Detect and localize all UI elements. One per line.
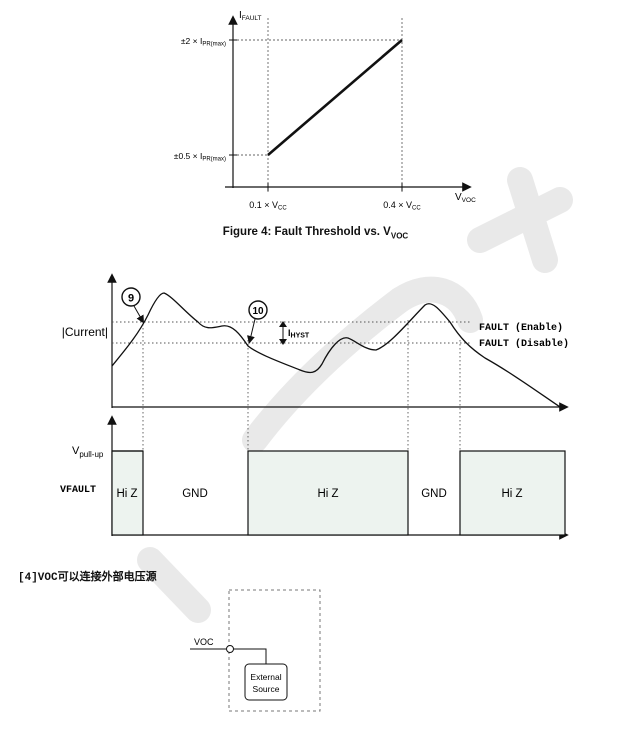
hysteresis-arrow-bottom (279, 339, 287, 345)
y-tick-high-label: ±2 × IPR(max) (181, 36, 226, 48)
segment-label-3: Hi Z (317, 488, 338, 500)
voc-internal-wire (233, 648, 267, 664)
segment-label-1: Hi Z (116, 488, 137, 500)
vpullup-label: Vpull-up (72, 445, 104, 459)
y-tick-low-label: ±0.5 × IPR(max) (174, 151, 226, 163)
marker-10-label: 10 (252, 306, 264, 317)
voc-schematic: VOC External Source (190, 589, 321, 712)
fault-disable-label: FAULT (Disable) (479, 338, 569, 350)
x-tick-right-label: 0.4 × VCC (383, 200, 421, 212)
external-source-box (244, 663, 288, 701)
hysteresis-arrow-top (279, 321, 287, 327)
segment-label-5: Hi Z (501, 488, 522, 500)
hiz-region-3 (459, 450, 566, 536)
hysteresis-label: IHYST (288, 328, 310, 340)
vfault-label: VFAULT (60, 485, 96, 496)
x-tick-left-label: 0.1 × VCC (249, 200, 287, 212)
marker-10-pointer (247, 318, 256, 344)
voc-pin (226, 645, 234, 653)
hiz-region-1 (111, 450, 144, 536)
marker-9-circle (121, 287, 141, 307)
hiz-region-2 (247, 450, 409, 536)
marker-9-pointer (133, 305, 144, 324)
figure-caption: Figure 4: Fault Threshold vs. VVOC (222, 226, 409, 241)
segment-label-4: GND (421, 488, 447, 500)
voc-label: VOC (194, 637, 214, 647)
timing-diagram: 9 10 IHYST |Current| FAULT (Enable) FAUL… (60, 273, 569, 540)
x-axis-label: VVOC (455, 192, 476, 204)
package-boundary (228, 589, 321, 712)
fault-threshold-chart: IFAULT VVOC ±2 × IPR(max) ±0.5 × IPR(max… (174, 10, 476, 212)
segment-label-2: GND (182, 488, 208, 500)
marker-10-circle (248, 300, 268, 320)
current-waveform (111, 292, 561, 408)
source-label-line1: External (250, 672, 281, 682)
source-label-line2: Source (253, 684, 280, 694)
marker-9-label: 9 (128, 293, 134, 305)
fault-enable-label: FAULT (Enable) (479, 322, 563, 334)
y-axis-label: IFAULT (239, 10, 262, 22)
section-heading: [4]VOC可以连接外部电压源 (18, 571, 157, 584)
threshold-line (267, 39, 403, 156)
current-label: |Current| (62, 325, 108, 339)
